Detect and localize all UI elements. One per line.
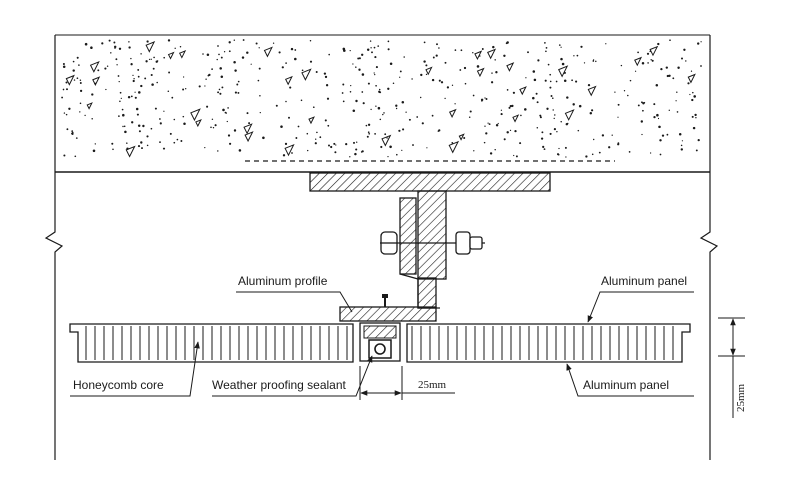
aluminum-profile — [339, 294, 437, 322]
sealant-joint — [359, 322, 401, 362]
honeycomb-core-left — [85, 326, 348, 360]
side-walls — [44, 35, 719, 460]
panel-thickness-dimension — [718, 317, 745, 418]
dimension-joint-width: 25mm — [418, 379, 447, 391]
label-aluminum-profile: Aluminum profile — [238, 274, 328, 288]
label-leaders — [70, 291, 694, 397]
joint-width-dimension — [359, 366, 455, 400]
label-weather-sealant: Weather proofing sealant — [212, 378, 347, 392]
dimension-panel-thickness: 25mm — [735, 383, 747, 412]
bolt — [380, 231, 485, 255]
label-honeycomb-core: Honeycomb core — [73, 378, 164, 392]
aluminum-panel-right — [406, 323, 691, 363]
aluminum-panel-left — [69, 323, 354, 363]
steel-bracket — [309, 172, 551, 309]
label-aluminum-panel-bottom: Aluminum panel — [583, 378, 669, 392]
concrete-slab — [55, 34, 710, 173]
concrete-aggregate — [61, 39, 702, 158]
honeycomb-core-right — [411, 326, 674, 360]
label-aluminum-panel-top: Aluminum panel — [601, 274, 687, 288]
